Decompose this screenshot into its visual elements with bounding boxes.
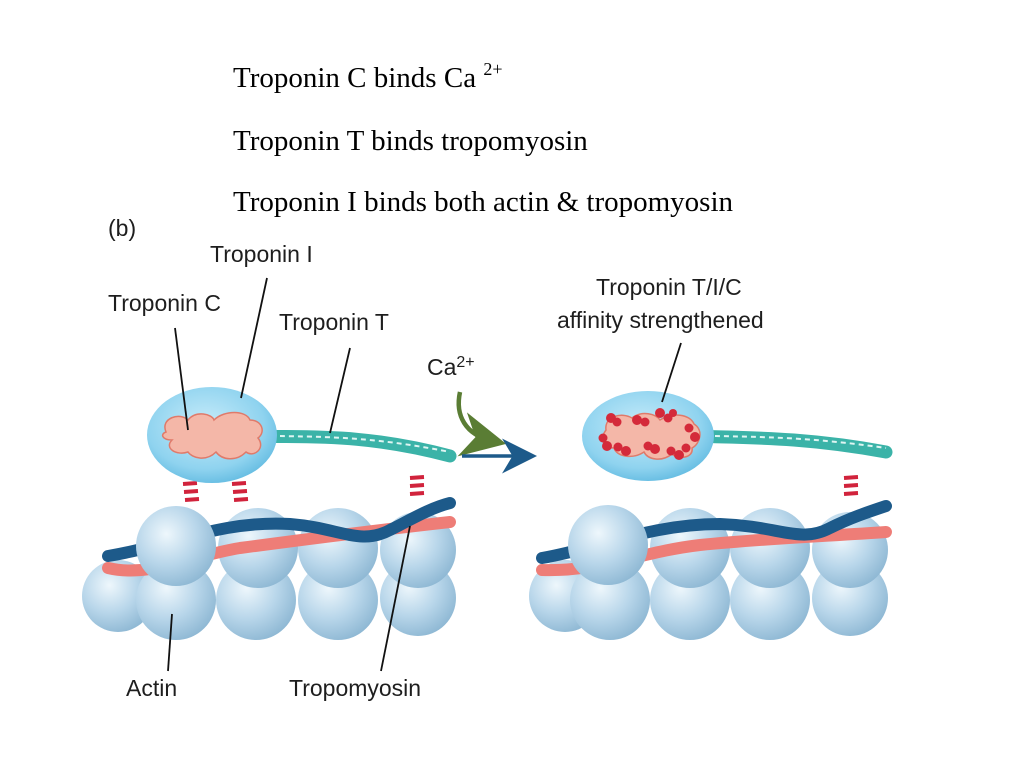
label-troponin-i: Troponin I — [210, 241, 313, 267]
leader-troponin-t — [329, 347, 351, 434]
leader-affinity — [661, 342, 682, 403]
leader-actin — [167, 613, 173, 672]
label-affinity-line1: Troponin T/I/C — [596, 274, 742, 300]
label-ca-base: Ca — [427, 354, 457, 380]
leader-troponin-i — [240, 277, 268, 399]
right-binding-ticks — [843, 475, 859, 496]
left-binding-ticks — [182, 475, 425, 502]
bullet-troponin-i: Troponin I binds both actin & tropomyosi… — [233, 186, 733, 218]
leader-troponin-c — [174, 327, 189, 431]
left-actin-front-ball — [136, 506, 216, 586]
bullet-troponin-t: Troponin T binds tropomyosin — [233, 125, 588, 157]
right-actin-front-ball — [568, 505, 648, 585]
left-troponin-c-blob — [161, 411, 263, 460]
label-affinity-line2: affinity strengthened — [557, 307, 764, 333]
bullet-troponin-c-text: Troponin C binds Ca — [233, 62, 484, 94]
left-panel — [82, 387, 457, 640]
leader-tropomyosin — [380, 525, 411, 672]
bullet-troponin-c: Troponin C binds Ca 2+ — [233, 60, 502, 94]
ca-curved-arrow — [456, 391, 507, 457]
right-panel — [529, 391, 893, 640]
bullet-ca-superscript: 2+ — [483, 59, 503, 79]
panel-label: (b) — [108, 215, 136, 241]
label-ca2plus: Ca2+ — [427, 354, 475, 380]
label-ca-superscript: 2+ — [456, 354, 474, 371]
label-troponin-t: Troponin T — [279, 309, 389, 335]
label-actin: Actin — [126, 675, 177, 701]
calcium-ion-dots — [598, 408, 700, 460]
label-tropomyosin: Tropomyosin — [289, 675, 421, 701]
label-troponin-c: Troponin C — [108, 290, 221, 316]
